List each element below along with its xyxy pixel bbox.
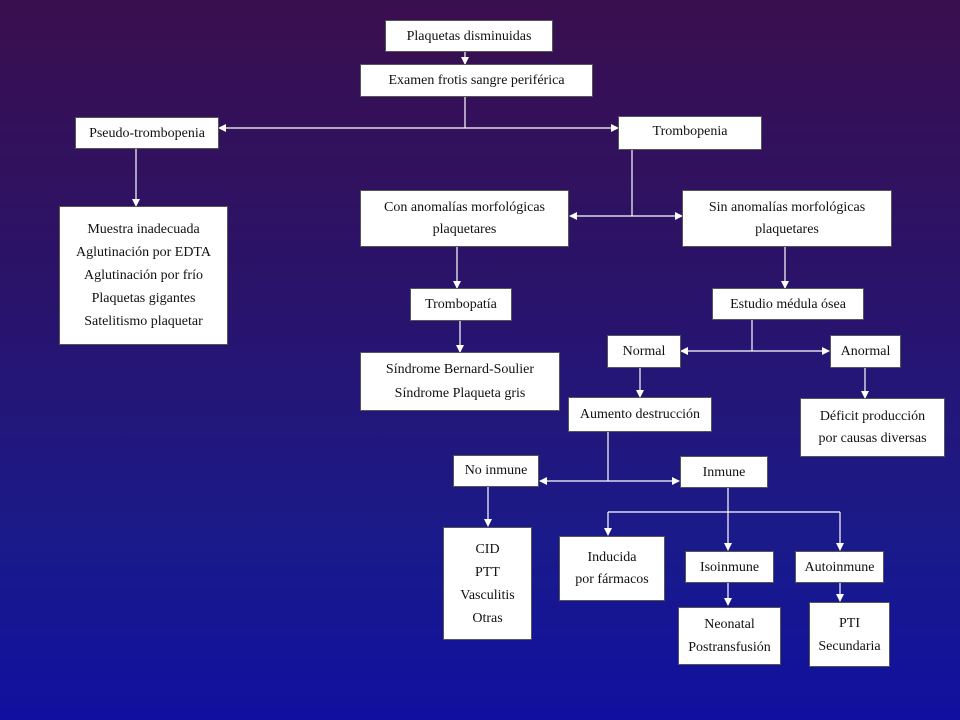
node-autoinmune: Autoinmune [795, 551, 884, 583]
node-text-line: Examen frotis sangre periférica [388, 73, 565, 88]
node-sin-anomalias: Sin anomalías morfológicas plaquetares [682, 190, 892, 247]
node-text-line: Síndrome Plaqueta gris [394, 385, 526, 401]
node-text-line: Satelitismo plaquetar [84, 314, 203, 329]
node-aumento-destruccion: Aumento destrucción [568, 397, 712, 432]
node-normal: Normal [607, 335, 681, 368]
node-text-line: Aumento destrucción [579, 407, 701, 422]
node-text-line: Neonatal [704, 617, 755, 632]
node-text-line: PTT [475, 564, 500, 580]
node-text-line: CID [475, 541, 500, 557]
node-text-line: Sin anomalías morfológicas [708, 199, 866, 215]
node-isoinmune: Isoinmune [685, 551, 774, 583]
node-trombopenia: Trombopenia [618, 116, 762, 150]
node-text-line: Otras [472, 610, 503, 626]
node-text-line: Secundaria [818, 638, 881, 654]
node-text-line: Aglutinación por EDTA [76, 245, 211, 260]
node-inducida-farmacos: Inducida por fármacos [559, 536, 665, 601]
node-text-line: Con anomalías morfológicas [384, 199, 545, 215]
node-text-line: Síndrome Bernard-Soulier [385, 361, 535, 377]
node-text-line: Postransfusión [688, 640, 771, 655]
node-text-line: por causas diversas [818, 430, 927, 446]
node-text-line: Plaquetas disminuidas [406, 28, 532, 44]
node-inmune: Inmune [680, 456, 768, 488]
node-con-anomalias: Con anomalías morfológicas plaquetares [360, 190, 569, 247]
node-estudio-medula: Estudio médula ósea [712, 288, 864, 320]
node-text-line: Vasculitis [460, 587, 515, 603]
node-text-line: Isoinmune [699, 559, 760, 575]
node-text-line: Autoinmune [804, 559, 875, 575]
node-text-line: Trombopatía [425, 297, 497, 312]
node-anormal: Anormal [830, 335, 901, 368]
node-examen-frotis: Examen frotis sangre periférica [360, 64, 593, 97]
node-text-line: Inducida [587, 549, 637, 565]
node-text-line: Anormal [840, 344, 891, 359]
node-no-inmune: No inmune [453, 455, 539, 487]
node-text-line: Trombopenia [652, 124, 728, 139]
node-text-line: Plaquetas gigantes [91, 291, 196, 306]
node-text-line: No inmune [464, 463, 528, 478]
node-pseudo-trombopenia: Pseudo-trombopenia [75, 117, 219, 149]
node-autoinmune-tipos: PTI Secundaria [809, 602, 890, 667]
node-text-line: Inmune [702, 464, 746, 480]
node-text-line: Pseudo-trombopenia [89, 125, 205, 141]
node-text-line: plaquetares [755, 221, 819, 237]
node-text-line: Normal [622, 344, 666, 359]
node-text-line: Estudio médula ósea [730, 296, 846, 312]
node-deficit-produccion: Déficit producción por causas diversas [800, 398, 945, 457]
node-text-line: por fármacos [575, 571, 649, 587]
node-trombopatia: Trombopatía [410, 288, 512, 321]
node-text-line: Déficit producción [819, 408, 926, 424]
node-plaquetas-disminuidas: Plaquetas disminuidas [385, 20, 553, 52]
node-text-line: plaquetares [432, 221, 497, 237]
node-text-line: Aglutinación por frío [84, 268, 203, 283]
node-text-line: Muestra inadecuada [87, 222, 200, 237]
node-text-line: PTI [839, 615, 860, 631]
